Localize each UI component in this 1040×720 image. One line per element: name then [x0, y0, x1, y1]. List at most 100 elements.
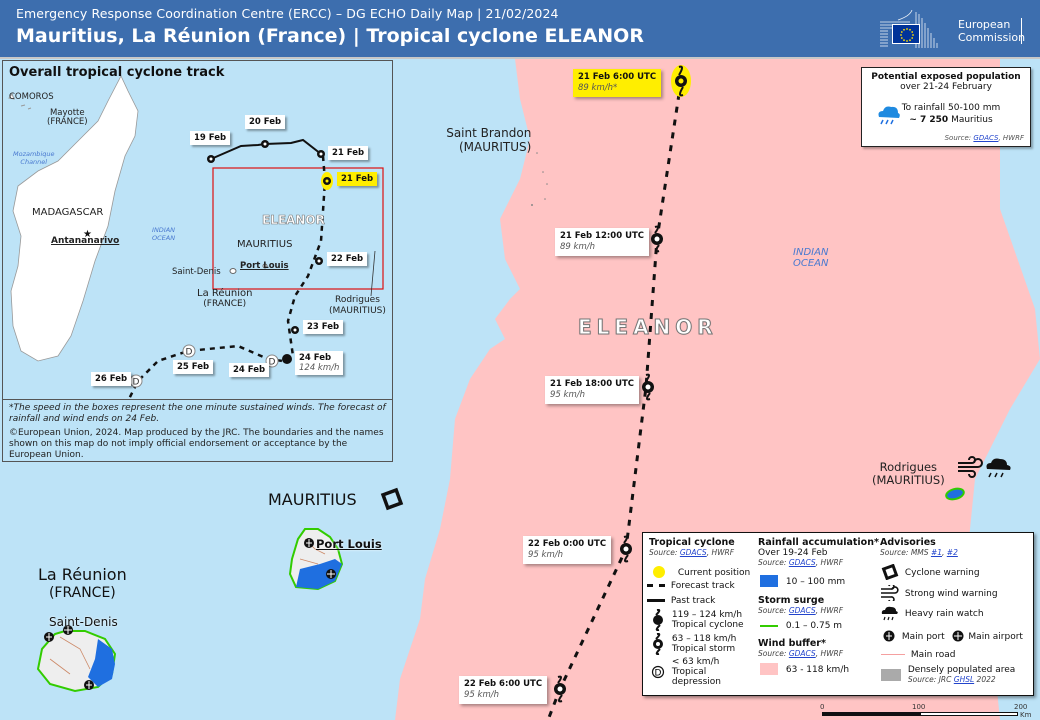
- legend-wind-buffer: Wind buffer* Source: GDACS, HWRF: [758, 638, 843, 658]
- inset-date-19feb: 19 Feb: [190, 131, 231, 145]
- ec-logo-line1: European: [958, 18, 1011, 31]
- legend-main-road: Main road: [881, 650, 955, 660]
- cyclone-marker-22feb-06: [554, 675, 566, 703]
- rodrigues-leader-line: [370, 250, 376, 297]
- legend-forecast-track: Forecast track: [647, 581, 735, 591]
- map-notes: *The speed in the boxes represent the on…: [2, 400, 393, 462]
- inset-date-21feb-current: 21 Feb: [337, 172, 378, 186]
- label-inset-eleanor: ELEANOR: [262, 213, 325, 228]
- label-inset-reunion: La Réunion(FRANCE): [197, 288, 253, 309]
- legend-advisories-title: Advisories: [880, 537, 936, 548]
- eu-flag-icon: [892, 24, 920, 44]
- track-box-22feb-06[interactable]: 22 Feb 6:00 UTC 95 km/h: [459, 676, 548, 704]
- legend-surge-source: Source: GDACS, HWRF: [758, 606, 844, 615]
- reunion-island: [36, 630, 117, 693]
- ec-logo-line2: Commission: [958, 31, 1026, 44]
- overview-inset-map[interactable]: D D D Overall tropical cyclone track COM…: [2, 60, 393, 400]
- scale-bar: 0 100 200 Km: [820, 703, 1032, 719]
- scale-tick-0: 0: [820, 703, 825, 711]
- label-antananarivo: Antananarivo: [51, 236, 120, 246]
- inset-date-26feb: 26 Feb: [91, 372, 132, 386]
- ec-logo-text: European Commission: [958, 18, 1025, 44]
- population-rain-text: To rainfall 50-100 mm: [901, 103, 1001, 113]
- population-country: Mauritius: [951, 115, 993, 125]
- label-rodrigues: Rodrigues (MAURITIUS): [872, 460, 945, 487]
- inset-cyclone-current: [321, 172, 333, 190]
- legend-strong-wind-warning: Strong wind warning: [881, 585, 998, 601]
- scale-bar-white: [920, 712, 1018, 716]
- rain-cloud-icon: [878, 106, 900, 125]
- forecast-track-icon: [647, 584, 665, 587]
- scale-tick-100: 100: [912, 703, 926, 711]
- dense-area-swatch: [881, 669, 901, 681]
- advisory-1-link[interactable]: #1: [930, 548, 942, 557]
- inset-date-21feb-past: 21 Feb: [328, 146, 369, 160]
- advisory-2-link[interactable]: #2: [946, 548, 958, 557]
- inset-date-22feb: 22 Feb: [327, 252, 368, 266]
- reunion-port-icon-2: [84, 680, 94, 690]
- exposed-population-box: Potential exposed population over 21-24 …: [861, 67, 1031, 147]
- european-commission-logo: European Commission: [878, 10, 1028, 50]
- inset-date-25feb: 25 Feb: [173, 360, 214, 374]
- surge-swatch: [760, 624, 778, 627]
- label-saint-brandon: Saint Brandon (MAURITUS): [446, 126, 532, 154]
- legend-tropical-cyclone: Tropical cyclone Source: GDACS, HWRF: [649, 537, 735, 557]
- legend-surge-gdacs-link[interactable]: GDACS: [788, 606, 816, 615]
- copyright-note: ©European Union, 2024. Map produced by t…: [9, 428, 384, 460]
- label-comoros: COMOROS: [9, 92, 54, 102]
- legend-cyclone-warning: Cyclone warning: [881, 564, 980, 580]
- population-count: ~ 7 250: [909, 115, 949, 125]
- legend-wind-source: Source: GDACS, HWRF: [758, 649, 844, 658]
- legend-tc-gdacs-link[interactable]: GDACS: [679, 548, 707, 557]
- legend-surge-title: Storm surge: [758, 595, 825, 606]
- track-box-22feb-00[interactable]: 22 Feb 0:00 UTC 95 km/h: [523, 536, 612, 564]
- population-rain-row: To rainfall 50-100 mm ~ 7 250 Mauritius: [876, 102, 1026, 126]
- main-map-extent-box: [212, 167, 384, 290]
- cyclone-marker-22feb-00: [620, 535, 632, 563]
- legend-wind-title: Wind buffer*: [758, 638, 826, 649]
- cyclone-marker-current: [671, 65, 691, 97]
- past-track-icon: [647, 599, 665, 602]
- population-source-gdacs-link[interactable]: GDACS: [973, 134, 999, 142]
- track-box-21feb-18[interactable]: 21 Feb 18:00 UTC 95 km/h: [545, 376, 640, 404]
- population-period: over 21-24 February: [900, 82, 992, 92]
- legend-storm-surge: Storm surge Source: GDACS, HWRF: [758, 595, 843, 615]
- legend-main-port: Main port Main airport: [883, 630, 1023, 642]
- inset-mauritius-dot: [262, 263, 268, 269]
- header-title: Mauritius, La Réunion (France) | Tropica…: [16, 25, 644, 47]
- main-map[interactable]: Saint Brandon (MAURITUS) INDIAN OCEAN EL…: [0, 59, 1040, 720]
- legend-advisories-source: Source: MMS #1, #2: [880, 548, 958, 557]
- rodrigues-island: [945, 487, 965, 501]
- svg-text:D: D: [269, 358, 276, 368]
- legend-surge-range: 0.1 – 0.75 m: [760, 621, 842, 631]
- legend-past-track: Past track: [647, 596, 715, 606]
- svg-text:D: D: [186, 348, 193, 358]
- inset-date-23feb: 23 Feb: [303, 320, 344, 334]
- main-forecast-track: [546, 80, 683, 720]
- track-box-current[interactable]: 21 Feb 6:00 UTC 89 km/h*: [573, 69, 662, 97]
- legend-rain-title: Rainfall accumulation*: [758, 537, 879, 548]
- legend-rain-range: 10 – 100 mm: [760, 575, 845, 587]
- track-box-21feb-12[interactable]: 21 Feb 12:00 UTC 89 km/h: [555, 228, 650, 256]
- legend-wind-gdacs-link[interactable]: GDACS: [788, 649, 816, 658]
- ec-building-icon: [880, 10, 938, 48]
- map-legend: Tropical cyclone Source: GDACS, HWRF Cur…: [642, 532, 1034, 696]
- inset-depression-26feb: D: [129, 374, 143, 388]
- ghsl-link[interactable]: GHSL: [953, 675, 975, 684]
- saint-brandon-islets: [531, 152, 548, 206]
- heavy-rain-legend-icon: [881, 606, 898, 621]
- label-la-reunion: La Réunion (FRANCE): [38, 565, 127, 602]
- reunion-port-icon-1: [44, 632, 54, 642]
- current-position-icon: [653, 566, 665, 578]
- label-mauritius: MAURITIUS: [268, 490, 357, 509]
- scale-bar-black: [822, 712, 920, 716]
- label-eleanor: ELEANOR: [578, 315, 718, 340]
- label-saint-denis: Saint-Denis: [49, 615, 118, 629]
- speed-note: *The speed in the boxes represent the on…: [9, 403, 386, 424]
- inset-cyclone-21feb: [317, 150, 325, 158]
- legend-rain-gdacs-link[interactable]: GDACS: [788, 558, 816, 567]
- legend-tc-source: Source: GDACS, HWRF: [649, 548, 735, 557]
